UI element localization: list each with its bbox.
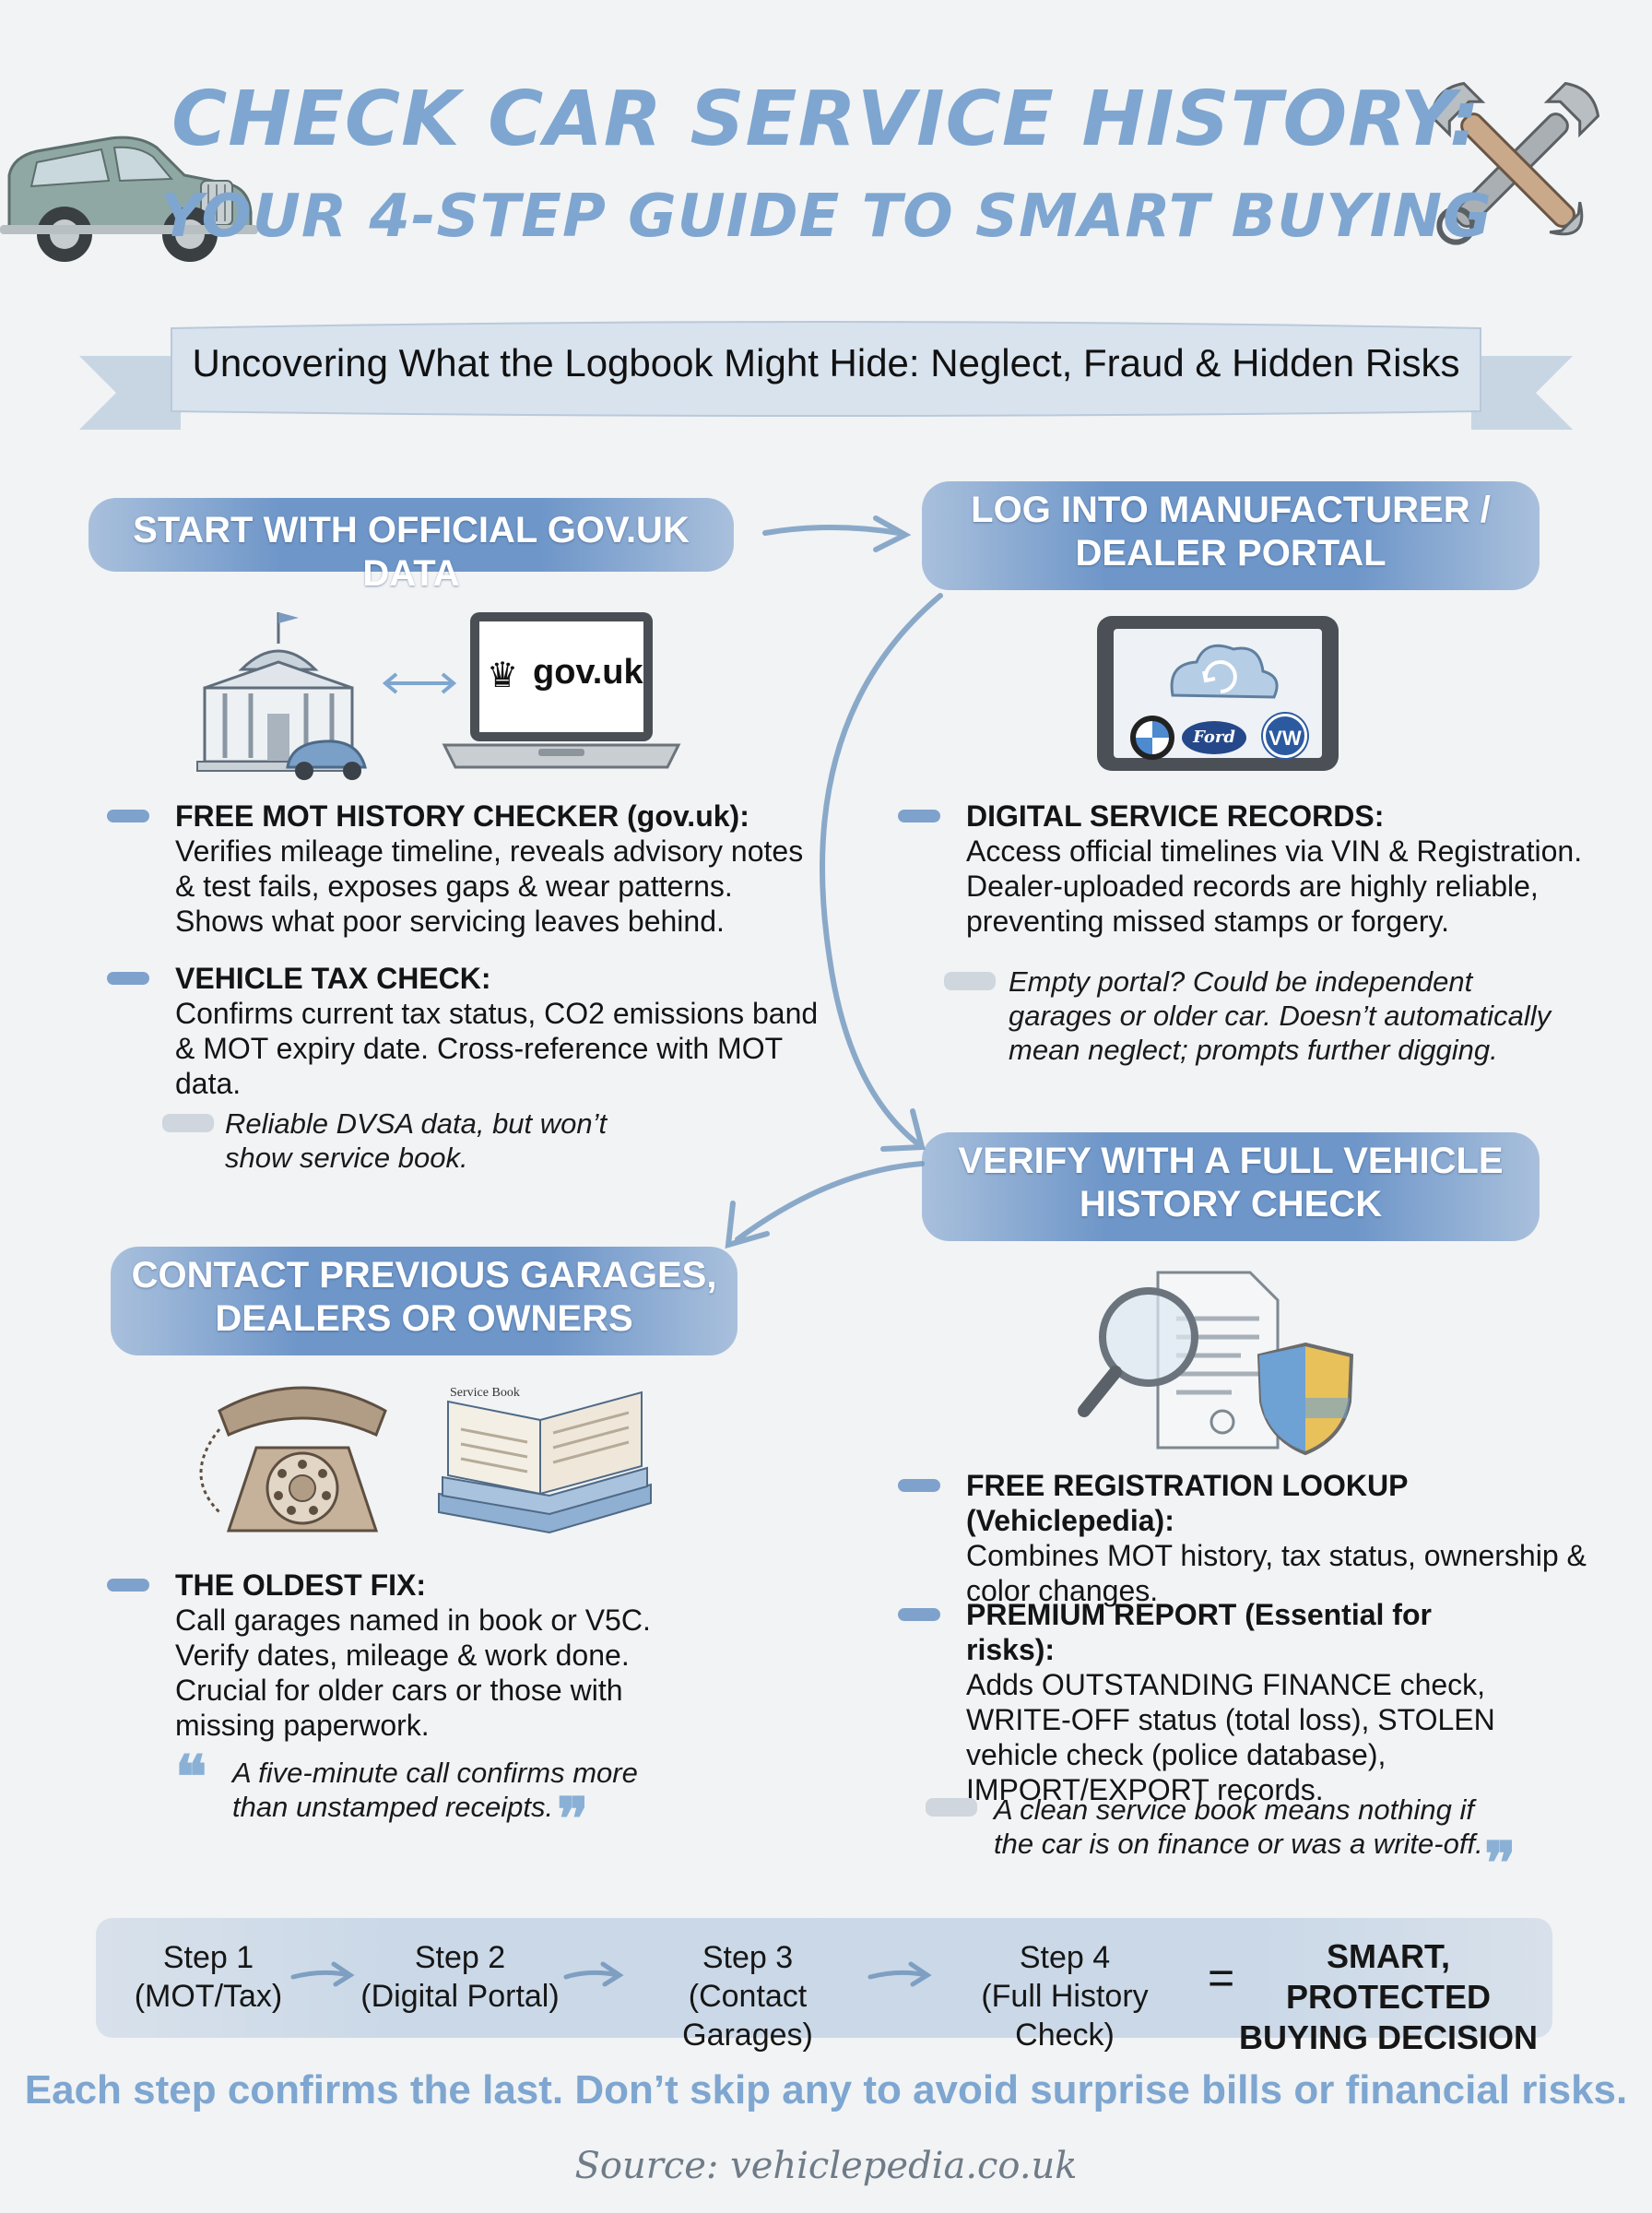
summary-step2: Step 2 (Digital Portal)	[360, 1940, 560, 2014]
laptop-gov-uk-text: gov.uk	[533, 653, 643, 692]
crown-icon: ♛	[487, 657, 519, 695]
note-marker	[162, 1114, 214, 1132]
step3-header: CONTACT PREVIOUS GARAGES, DEALERS OR OWN…	[111, 1254, 738, 1341]
free-registration-item: FREE REGISTRATION LOOKUP (Vehiclepedia):…	[966, 1468, 1593, 1608]
step3-header-line2: DEALERS OR OWNERS	[215, 1298, 633, 1340]
premium-report-text: Adds OUTSTANDING FINANCE check, WRITE-OF…	[966, 1668, 1495, 1806]
equals-sign: =	[1208, 1952, 1235, 2004]
arrow-right-icon	[867, 1961, 932, 1987]
svg-text:Service Book: Service Book	[450, 1386, 520, 1400]
rotary-phone-icon	[199, 1386, 387, 1533]
step4-header-line1: VERIFY WITH A FULL VEHICLE	[958, 1141, 1504, 1181]
oldest-fix-item: THE OLDEST FIX: Call garages named in bo…	[175, 1568, 728, 1743]
step1-header-wash	[88, 498, 734, 572]
page-title: CHECK CAR SERVICE HISTORY:	[171, 76, 1481, 163]
bullet-dash	[898, 810, 940, 822]
ribbon-banner	[79, 321, 1573, 430]
vw-logo-icon: VW	[1263, 714, 1307, 758]
government-building-icon	[196, 612, 367, 780]
premium-report-label: PREMIUM REPORT (Essential for risks):	[966, 1598, 1432, 1666]
free-registration-label: FREE REGISTRATION LOOKUP (Vehiclepedia):	[966, 1469, 1408, 1537]
vehicle-tax-item: VEHICLE TAX CHECK: Confirms current tax …	[175, 961, 820, 1101]
bullet-dash	[107, 1579, 149, 1592]
step1-note: Reliable DVSA data, but won’t show servi…	[225, 1107, 608, 1174]
open-quote-icon: ❝	[175, 1743, 207, 1812]
step2-note: Empty portal? Could be independent garag…	[1009, 965, 1552, 1066]
premium-report-item: PREMIUM REPORT (Essential for risks): Ad…	[966, 1597, 1501, 1807]
mot-history-label: FREE MOT HISTORY CHECKER (gov.uk):	[175, 799, 749, 833]
bullet-dash	[107, 810, 149, 822]
arrow-right-icon	[563, 1961, 624, 1987]
step1-header: START WITH OFFICIAL GOV.UK DATA	[133, 510, 690, 595]
digital-service-text: Access official timelines via VIN & Regi…	[966, 834, 1583, 938]
arrow-step4-to-step3	[735, 1161, 925, 1242]
step2-header-line1: LOG INTO MANUFACTURER /	[971, 490, 1491, 530]
bullet-dash	[898, 1608, 940, 1621]
footer-tagline: Each step confirms the last. Don’t skip …	[24, 2067, 1628, 2112]
step4-header-line2: HISTORY CHECK	[1079, 1184, 1383, 1225]
summary-step3: Step 3 (Contact Garages)	[682, 1940, 813, 2053]
step2-header-wash	[922, 481, 1540, 590]
arrow-right-icon	[290, 1961, 355, 1987]
step4-header-wash	[922, 1132, 1540, 1241]
wrench-tools-illustration	[1429, 81, 1600, 245]
oldest-fix-label: THE OLDEST FIX:	[175, 1568, 426, 1602]
digital-service-label: DIGITAL SERVICE RECORDS:	[966, 799, 1385, 833]
step4-header: VERIFY WITH A FULL VEHICLE HISTORY CHECK	[922, 1140, 1540, 1226]
summary-arrows	[290, 1961, 932, 1987]
vehicle-tax-label: VEHICLE TAX CHECK:	[175, 962, 491, 995]
bullet-dash	[107, 972, 149, 985]
step-summary-bar	[96, 1918, 1552, 2038]
note-marker	[926, 1798, 977, 1817]
arrow-step2-to-step4	[820, 593, 943, 1146]
step2-header-line2: DEALER PORTAL	[1075, 533, 1386, 574]
summary-step1: Step 1 (MOT/Tax)	[134, 1940, 283, 2014]
mot-history-text: Verifies mileage timeline, reveals advis…	[175, 834, 804, 938]
laptop-icon	[442, 612, 681, 769]
magnifier-report-shield-icon	[1078, 1271, 1354, 1456]
oldest-fix-text: Call garages named in book or V5C. Verif…	[175, 1604, 651, 1742]
ribbon-text: Uncovering What the Logbook Might Hide: …	[192, 341, 1460, 385]
step3-header-wash	[111, 1247, 738, 1355]
vintage-car-illustration	[0, 136, 258, 262]
bmw-logo-icon	[1130, 716, 1174, 760]
step2-header: LOG INTO MANUFACTURER / DEALER PORTAL	[922, 489, 1540, 575]
mot-history-item: FREE MOT HISTORY CHECKER (gov.uk): Verif…	[175, 799, 820, 939]
two-way-arrow-icon	[382, 672, 457, 694]
note-marker	[944, 972, 996, 990]
summary-result: SMART, PROTECTED BUYING DECISION	[1238, 1937, 1539, 2056]
service-books-icon: Service Book	[438, 1386, 652, 1534]
source-credit: Source: vehiclepedia.co.uk	[574, 2145, 1078, 2187]
ford-logo-icon: Ford	[1182, 721, 1246, 754]
arrow-step1-to-step2	[762, 525, 902, 536]
summary-step4: Step 4 (Full History Check)	[981, 1940, 1149, 2053]
page-subtitle: YOUR 4-STEP GUIDE TO SMART BUYING	[159, 183, 1493, 251]
bullet-dash	[898, 1479, 940, 1492]
step4-quote: A clean service book means nothing if th…	[994, 1793, 1483, 1860]
close-quote-icon: ❞	[1484, 1829, 1516, 1899]
digital-service-item: DIGITAL SERVICE RECORDS: Access official…	[966, 799, 1593, 939]
step3-quote: A five-minute call confirms more than un…	[232, 1757, 638, 1823]
free-registration-text: Combines MOT history, tax status, owners…	[966, 1539, 1587, 1607]
vehicle-tax-text: Confirms current tax status, CO2 emissio…	[175, 997, 819, 1100]
step3-header-line1: CONTACT PREVIOUS GARAGES,	[131, 1255, 717, 1296]
close-quote-icon: ❞	[557, 1785, 589, 1854]
